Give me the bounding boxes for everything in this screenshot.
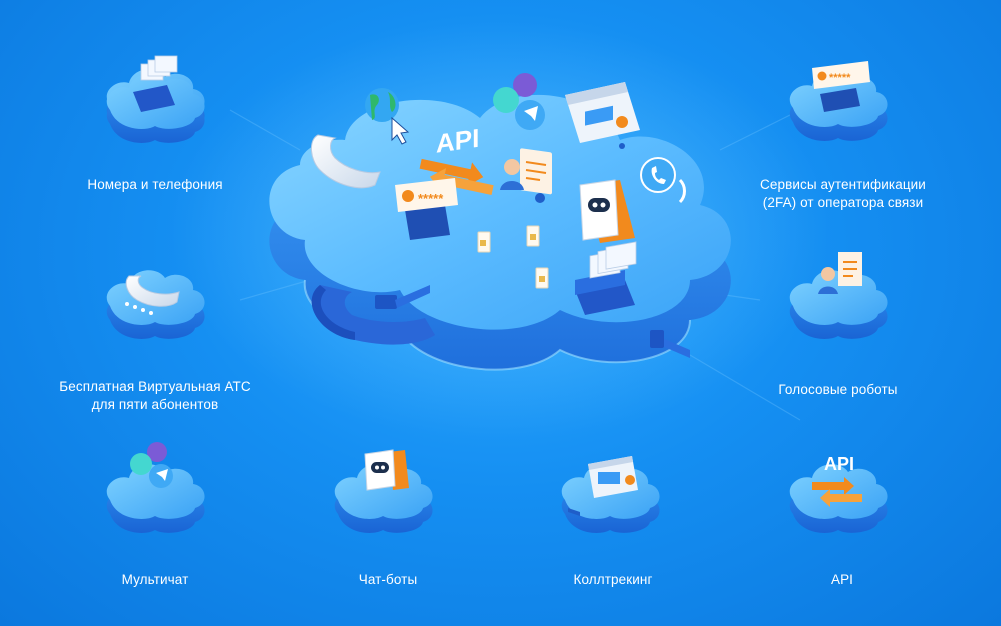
server-stack-icon [575, 241, 637, 315]
label-api: API [830, 572, 854, 587]
chatbot-icon [579, 179, 635, 243]
mini-cloud-4 [789, 252, 888, 339]
password-text: ***** [418, 191, 444, 206]
label-vats: Бесплатная Виртуальная АТС для пяти абон… [59, 379, 251, 412]
sim-cards-icon [477, 225, 549, 289]
mini-password-text: ***** [829, 72, 851, 84]
api-text: API [436, 123, 479, 159]
label-multichat: Мультичат [121, 572, 189, 587]
mini-cloud-8: API [789, 454, 888, 533]
label-calltracking: Коллтрекинг [573, 572, 653, 587]
label-auth2fa: Сервисы аутентификации (2FA) от оператор… [760, 177, 926, 210]
label-voicebots: Голосовые роботы [778, 382, 898, 397]
cloud-handset-icon [311, 134, 381, 189]
mini-cloud-2: ***** [789, 61, 888, 141]
mini-cloud-5 [106, 442, 205, 533]
mini-cloud-1 [106, 55, 205, 143]
operator-icon [500, 148, 552, 203]
mini-cloud-7 [561, 456, 660, 533]
cable-handset-icon [311, 285, 690, 358]
mini-api-text: API [824, 454, 854, 474]
viber-call-icon [640, 157, 686, 204]
api-arrows-icon: API [419, 123, 494, 195]
globe-icon [365, 88, 410, 145]
mini-cloud-6 [334, 449, 433, 533]
mini-cloud-3 [106, 270, 205, 339]
label-chatbots: Чат-боты [358, 572, 418, 587]
password-phone-icon: ***** [395, 178, 458, 240]
label-numbers: Номера и телефония [87, 177, 223, 192]
browser-window-icon [565, 82, 640, 149]
chat-bubbles-icon [493, 73, 545, 130]
